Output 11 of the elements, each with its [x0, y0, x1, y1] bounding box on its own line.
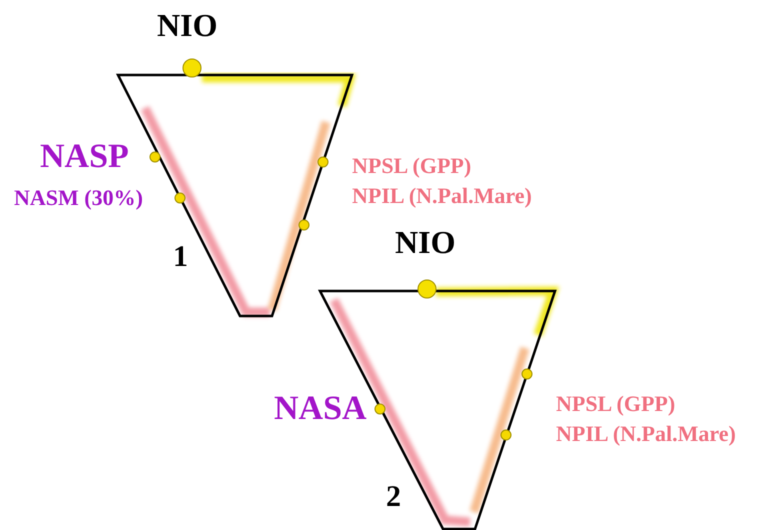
water-mass-label: NASP — [40, 138, 129, 176]
diagram-number: 1 — [173, 240, 188, 273]
water-mass-label: NASA — [274, 390, 367, 428]
water-mass-label: NIO — [157, 8, 218, 44]
water-mass-label: NPIL (N.Pal.Mare) — [556, 422, 736, 446]
water-mass-label: NASM (30%) — [14, 186, 143, 210]
diagram-number: 2 — [386, 480, 401, 513]
water-mass-label: NPIL (N.Pal.Mare) — [352, 184, 532, 208]
water-mass-label: NPSL (GPP) — [556, 392, 676, 416]
water-mass-label: NIO — [395, 225, 456, 260]
water-mass-label: NPSL (GPP) — [352, 154, 472, 178]
